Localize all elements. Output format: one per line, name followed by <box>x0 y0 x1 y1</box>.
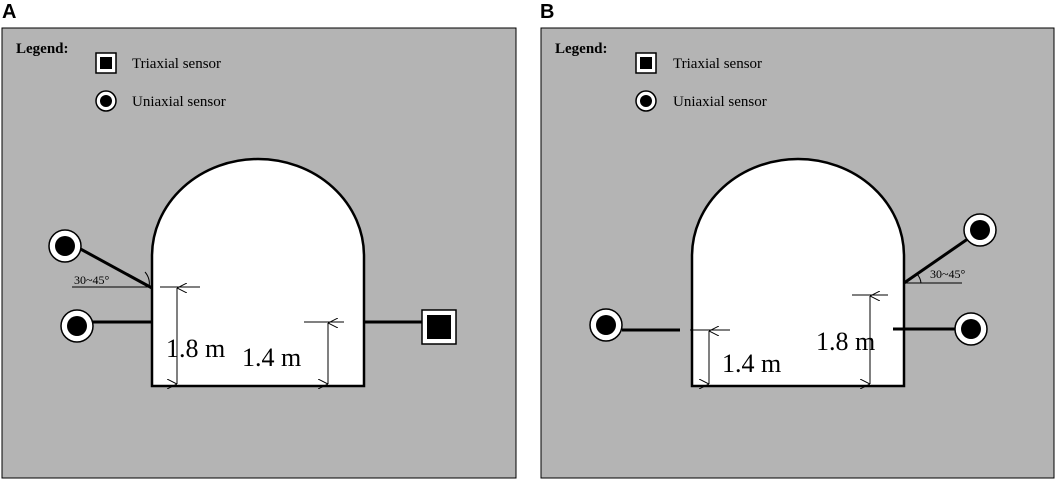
legend-uniaxial-label: Uniaxial sensor <box>132 94 226 110</box>
dimension-label-1-8m: 1.8 m <box>816 327 875 356</box>
uniaxial-sensor-icon <box>95 90 117 112</box>
dimension-label-1-4m: 1.4 m <box>722 349 781 378</box>
inclined-borehole <box>74 244 153 290</box>
panel-a-label: A <box>2 1 16 23</box>
triaxial-sensor-icon <box>95 52 117 74</box>
triaxial-sensor-icon <box>421 309 457 345</box>
dimension-label-1-8m: 1.8 m <box>166 334 225 363</box>
panel-a: A Legend: Triaxial sensor Uniaxial senso… <box>1 1 517 479</box>
tunnel-section <box>690 157 906 388</box>
triaxial-sensor-icon <box>635 52 657 74</box>
angle-label: 30~45° <box>930 267 965 281</box>
uniaxial-sensor-icon <box>60 309 94 343</box>
legend-title: Legend: <box>555 41 608 57</box>
legend-triaxial-label: Triaxial sensor <box>673 56 762 72</box>
panel-a-legend: Legend: Triaxial sensor Uniaxial sensor <box>16 41 226 112</box>
legend-title: Legend: <box>16 41 69 57</box>
uniaxial-sensor-icon <box>963 213 997 247</box>
dimension-label-1-4m: 1.4 m <box>242 343 301 372</box>
inclined-borehole <box>903 234 973 285</box>
legend-triaxial-label: Triaxial sensor <box>132 56 221 72</box>
panel-b-legend: Legend: Triaxial sensor Uniaxial sensor <box>555 41 767 112</box>
uniaxial-sensor-icon <box>589 308 623 342</box>
angle-arc <box>144 271 150 288</box>
panel-b-label: B <box>540 1 554 23</box>
uniaxial-sensor-icon <box>954 312 988 346</box>
panel-b: B Legend: Triaxial sensor Uniaxial senso… <box>540 1 1055 479</box>
angle-label: 30~45° <box>74 273 109 287</box>
legend-uniaxial-label: Uniaxial sensor <box>673 94 767 110</box>
tunnel-section <box>150 157 366 388</box>
uniaxial-sensor-icon <box>635 90 657 112</box>
uniaxial-sensor-icon <box>48 229 82 263</box>
